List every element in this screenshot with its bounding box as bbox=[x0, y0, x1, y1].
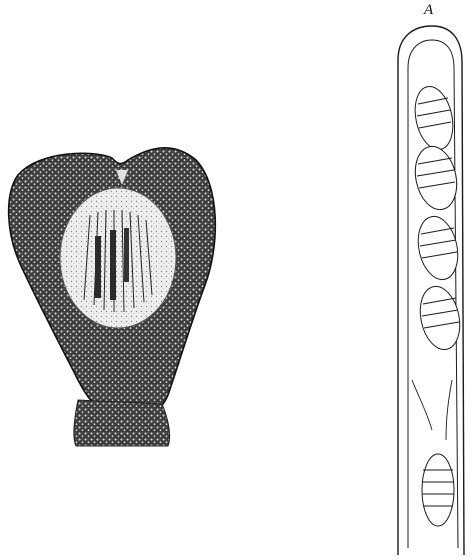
ascus-with-spores bbox=[398, 26, 465, 555]
figure-label-a: A bbox=[424, 2, 433, 19]
heart-shaped-fruiting-body bbox=[9, 148, 216, 446]
